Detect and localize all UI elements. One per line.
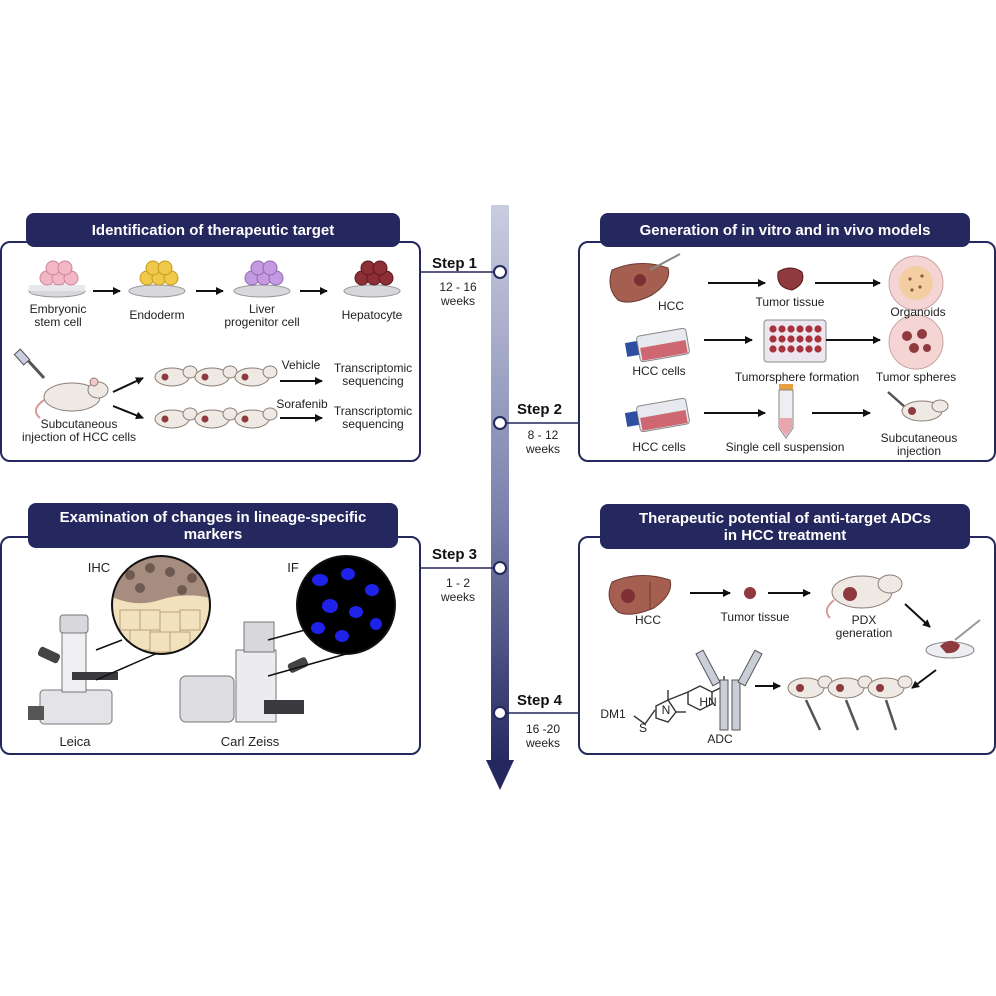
liver-icon-2 — [608, 575, 672, 615]
label-n: N — [661, 703, 671, 717]
label-hepatocyte: Hepatocyte — [341, 308, 403, 322]
treated-mice-icon — [787, 675, 913, 731]
adc-structure-icon — [633, 676, 725, 725]
petri-dish-icon — [925, 619, 981, 659]
label-ihc: IHC — [87, 560, 111, 575]
label-tumor-tissue: Tumor tissue — [755, 295, 825, 309]
label-organoids: Organoids — [890, 305, 946, 319]
step4-node — [493, 706, 507, 720]
hepatocyte-icon — [343, 260, 401, 298]
label-tumor-spheres: Tumor spheres — [875, 370, 957, 384]
timeline-bar — [486, 205, 514, 790]
label-hcc: HCC — [658, 299, 684, 313]
flask-icon-1 — [624, 327, 690, 363]
label-carl-zeiss: Carl Zeiss — [220, 734, 280, 749]
step3-node — [493, 561, 507, 575]
step1-node — [493, 265, 507, 279]
tumor-tissue-icon-2 — [744, 587, 756, 599]
endoderm-icon — [128, 260, 186, 298]
ihc-image — [111, 555, 211, 655]
embryonic-stem-cell-icon — [28, 260, 86, 298]
flask-icon-2 — [624, 397, 690, 433]
carl-zeiss-microscope-icon — [179, 621, 309, 723]
liver-icon — [609, 253, 681, 303]
organoids-icon — [888, 255, 944, 311]
panel2-title: Generation of in vitro and in vivo model… — [600, 213, 970, 247]
label-hcc-2: HCC — [635, 613, 661, 627]
label-hcc-cells-1: HCC cells — [632, 364, 686, 378]
label-adc: ADC — [707, 732, 733, 746]
pdx-mouse-icon — [825, 574, 903, 619]
label-sorafenib: Sorafenib — [276, 397, 328, 411]
label-if: IF — [287, 560, 299, 575]
panel4-title: Therapeutic potential of anti-target ADC… — [600, 504, 970, 549]
step2-node — [493, 416, 507, 430]
label-tumorsphere-formation: Tumorsphere formation — [734, 370, 860, 384]
well-plate-icon — [763, 319, 827, 363]
leica-microscope-icon — [28, 614, 118, 725]
mouse-syringe-icon — [887, 391, 949, 422]
label-hn: HN — [699, 695, 717, 709]
label-hcc-cells-2: HCC cells — [632, 440, 686, 454]
mice-group-sorafenib — [154, 407, 278, 429]
mice-group-vehicle — [154, 365, 278, 387]
step4-label: Step 4 — [517, 692, 563, 709]
panel3-title: Examination of changes in lineage-specif… — [28, 503, 398, 548]
label-single-cell-suspension: Single cell suspension — [725, 440, 845, 454]
tumor-tissue-icon — [777, 267, 804, 291]
conical-tube-icon — [778, 384, 794, 439]
tumor-spheres-icon — [888, 314, 944, 370]
label-leica: Leica — [59, 734, 91, 749]
label-dm1: DM1 — [600, 707, 626, 721]
label-endoderm: Endoderm — [129, 308, 185, 322]
label-s: S — [638, 721, 647, 735]
antibody-icon — [695, 649, 763, 731]
step3-label: Step 3 — [432, 546, 478, 563]
panel1-title: Identification of therapeutic target — [26, 213, 400, 247]
liver-progenitor-cell-icon — [233, 260, 291, 298]
step1-label: Step 1 — [432, 255, 478, 272]
step2-label: Step 2 — [517, 401, 563, 418]
label-tumor-tissue-2: Tumor tissue — [720, 610, 790, 624]
mouse-injection-icon — [13, 348, 109, 419]
label-vehicle: Vehicle — [281, 358, 321, 372]
if-image — [296, 555, 396, 655]
